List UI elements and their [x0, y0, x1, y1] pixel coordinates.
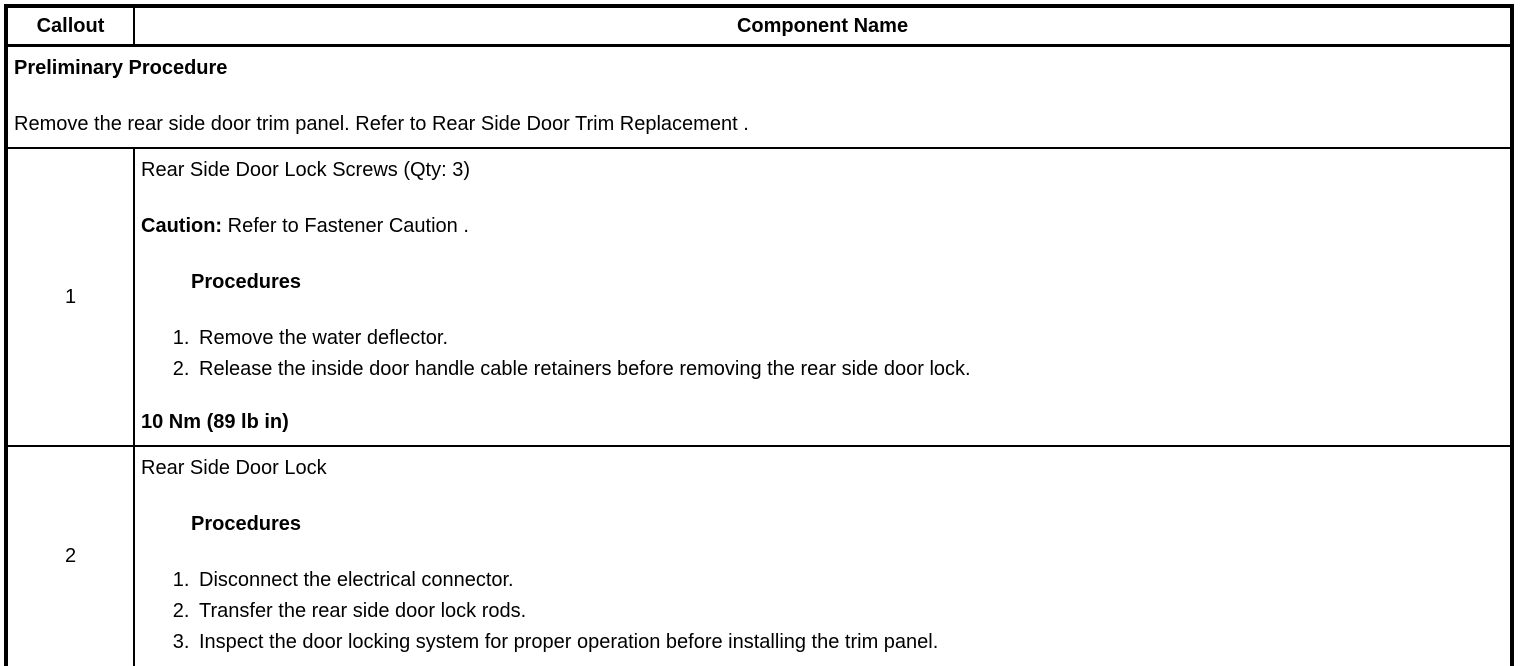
- header-row: Callout Component Name: [5, 5, 1513, 47]
- procedure-step: Inspect the door locking system for prop…: [195, 627, 1500, 658]
- component-name-text: Rear Side Door Lock: [141, 457, 327, 479]
- component-cell-2: Rear Side Door Lock Procedures Disconnec…: [133, 445, 1513, 666]
- preliminary-text-after: .: [737, 113, 749, 135]
- procedure-steps-list: Disconnect the electrical connector. Tra…: [141, 565, 1500, 658]
- preliminary-procedure-cell: Preliminary Procedure Remove the rear si…: [5, 44, 1513, 149]
- preliminary-procedure-text: Remove the rear side door trim panel. Re…: [14, 109, 1502, 139]
- procedures-heading: Procedures: [191, 513, 302, 535]
- table-row-1: 1 Rear Side Door Lock Screws (Qty: 3) Ca…: [5, 147, 1513, 447]
- component-cell-1: Rear Side Door Lock Screws (Qty: 3) Caut…: [133, 147, 1513, 447]
- caution-note: Caution: Refer to Fastener Caution .: [141, 211, 1500, 241]
- procedure-step: Release the inside door handle cable ret…: [195, 354, 1500, 385]
- callout-number: 1: [64, 285, 77, 308]
- callout-header: Callout: [5, 5, 135, 47]
- procedure-step: Transfer the rear side door lock rods.: [195, 596, 1500, 627]
- caution-label: Caution:: [141, 215, 223, 237]
- component-name-text: Rear Side Door Lock Screws (Qty: 3): [141, 159, 470, 181]
- procedures-heading: Procedures: [191, 271, 302, 293]
- callout-cell-2: 2: [5, 445, 135, 666]
- torque-spec: 10 Nm (89 lb in): [141, 411, 289, 433]
- component-name-header: Component Name: [133, 5, 1513, 47]
- procedure-step: Disconnect the electrical connector.: [195, 565, 1500, 596]
- procedure-steps-list: Remove the water deflector. Release the …: [141, 323, 1500, 385]
- caution-text-after: .: [457, 215, 469, 237]
- component-table: Callout Component Name Preliminary Proce…: [4, 4, 1514, 666]
- procedure-step: Remove the water deflector.: [195, 323, 1500, 354]
- rear-side-door-trim-replacement-link[interactable]: Rear Side Door Trim Replacement: [431, 113, 738, 135]
- preliminary-procedure-title: Preliminary Procedure: [14, 57, 228, 79]
- callout-cell-1: 1: [5, 147, 135, 447]
- fastener-caution-link[interactable]: Fastener Caution: [304, 215, 458, 237]
- callout-number: 2: [64, 545, 77, 567]
- caution-text-before: Refer to: [222, 215, 305, 237]
- preliminary-text-before: Remove the rear side door trim panel. Re…: [14, 113, 432, 135]
- preliminary-procedure-row: Preliminary Procedure Remove the rear si…: [5, 44, 1513, 149]
- table-row-2: 2 Rear Side Door Lock Procedures Disconn…: [5, 445, 1513, 666]
